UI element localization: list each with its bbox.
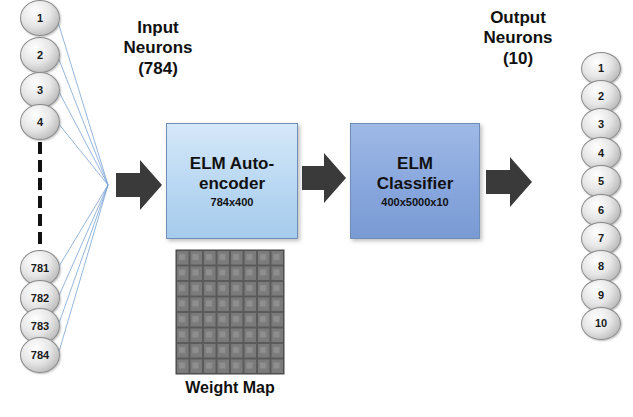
neuron-number: 8 — [598, 260, 604, 272]
input-fan-lines — [58, 22, 108, 355]
neuron-circle: 5 — [581, 165, 621, 198]
neuron-circle: 784 — [20, 337, 60, 373]
box-title: ELM Classifier — [357, 154, 473, 195]
neuron-circle: 3 — [581, 108, 621, 141]
neuron-number: 782 — [31, 292, 49, 304]
neuron-number: 7 — [598, 232, 604, 244]
neuron-number: 783 — [31, 320, 49, 332]
neuron-number: 1 — [37, 12, 43, 24]
process-box: ELM Classifier400x5000x10 — [350, 123, 480, 239]
neuron-number: 5 — [598, 175, 604, 187]
neuron-number: 781 — [31, 262, 49, 274]
box-dimension: 400x5000x10 — [381, 196, 448, 208]
neuron-number: 6 — [598, 204, 604, 216]
neuron-number: 3 — [37, 84, 43, 96]
neuron-number: 3 — [598, 118, 604, 130]
weight-map-image — [176, 250, 284, 374]
neuron-number: 10 — [595, 317, 607, 329]
neuron-circle: 1 — [20, 0, 60, 36]
layer-label: Input Neurons (784) — [110, 18, 206, 79]
neuron-circle: 8 — [581, 250, 621, 283]
block-arrow-connector — [302, 153, 346, 203]
neuron-number: 2 — [37, 49, 43, 61]
neuron-number: 9 — [598, 289, 604, 301]
neuron-circle: 10 — [581, 307, 621, 340]
neuron-number: 4 — [598, 147, 604, 159]
layer-label: Output Neurons (10) — [468, 8, 568, 69]
neuron-circle: 2 — [20, 37, 60, 73]
neuron-number: 4 — [37, 116, 43, 128]
ellipsis-dashes — [38, 142, 42, 252]
image-caption: Weight Map — [166, 378, 294, 397]
neuron-number: 1 — [598, 62, 604, 74]
block-arrow — [486, 157, 532, 207]
block-arrow — [116, 160, 162, 210]
neuron-number: 2 — [598, 90, 604, 102]
box-dimension: 784x400 — [211, 196, 254, 208]
neuron-circle: 4 — [20, 104, 60, 140]
process-box: ELM Auto- encoder784x400 — [166, 123, 298, 239]
neuron-circle: 3 — [20, 72, 60, 108]
box-title: ELM Auto- encoder — [173, 154, 291, 195]
neuron-number: 784 — [31, 349, 49, 361]
